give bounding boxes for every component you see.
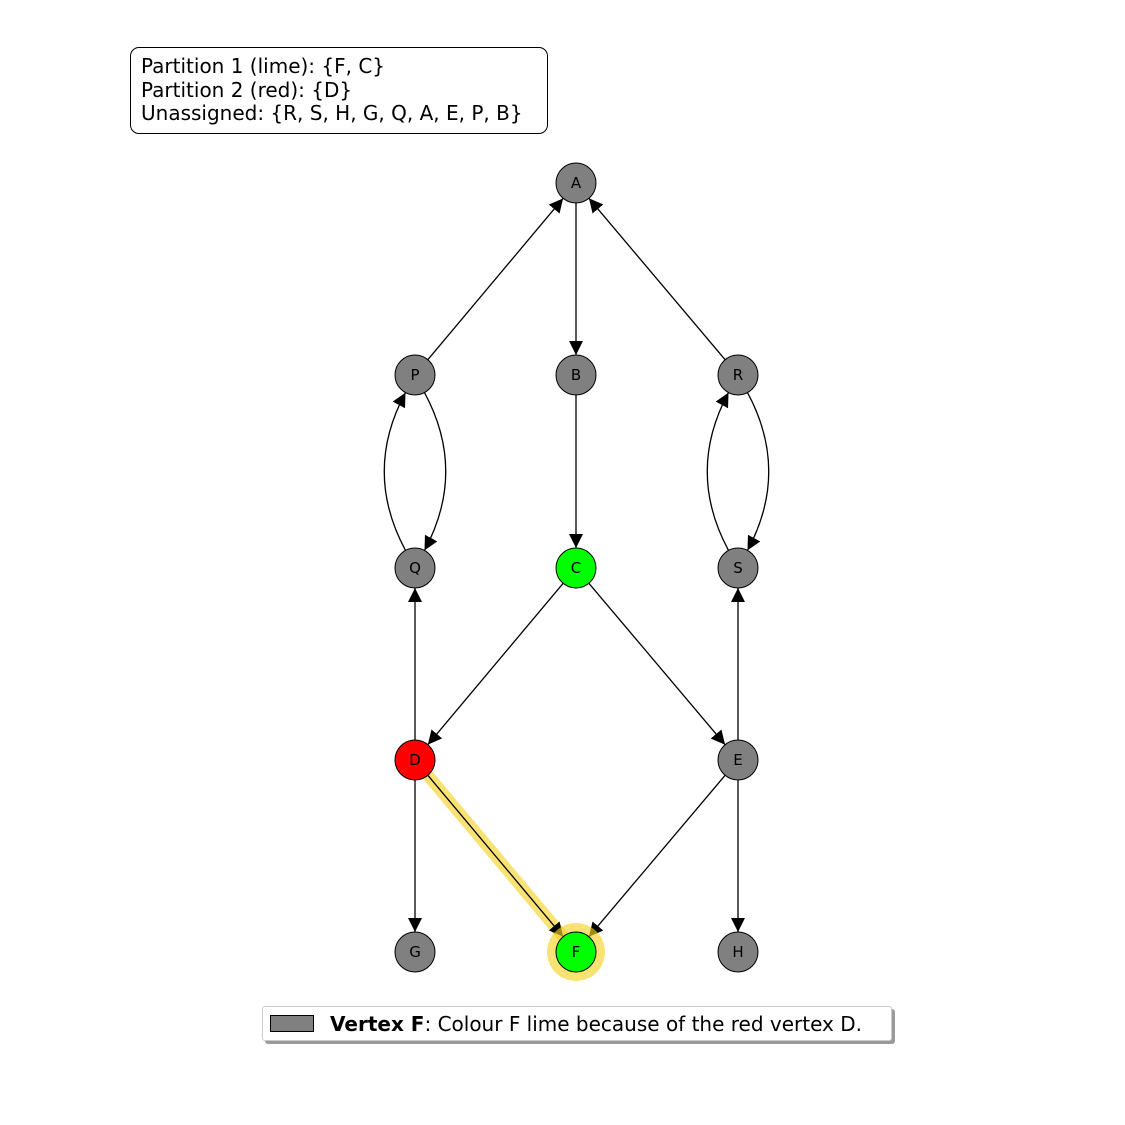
edge-c-to-d <box>427 582 564 746</box>
node-c-label: C <box>571 559 581 577</box>
node-a-label: A <box>571 174 582 192</box>
node-a: A <box>555 162 597 204</box>
node-f: F <box>547 923 605 981</box>
unassigned-line: Unassigned: {R, S, H, G, Q, A, E, P, B} <box>141 101 523 125</box>
node-a-circle <box>555 162 597 204</box>
node-b-circle <box>555 354 597 396</box>
partition-1-line: Partition 1 (lime): {F, C} <box>141 54 386 78</box>
edge-d-to-f <box>427 774 564 938</box>
node-f-label: F <box>572 943 581 961</box>
node-h-label: H <box>732 943 743 961</box>
node-d-label: D <box>409 751 421 769</box>
edge-c-to-e <box>588 582 726 746</box>
edge-r-to-s <box>746 392 770 551</box>
node-d-circle <box>394 739 436 781</box>
node-h-circle <box>717 931 759 973</box>
edge-s-to-r <box>706 392 730 551</box>
node-q-circle <box>394 547 436 589</box>
node-d: D <box>394 739 436 781</box>
node-c: C <box>555 547 597 589</box>
node-b-label: B <box>571 366 581 384</box>
node-g: G <box>394 931 436 973</box>
node-h: H <box>717 931 759 973</box>
edge-e-to-f <box>588 774 726 938</box>
edge-q-to-p <box>383 392 407 551</box>
node-q: Q <box>394 547 436 589</box>
node-b: B <box>555 354 597 396</box>
node-q-label: Q <box>409 559 421 577</box>
node-p-label: P <box>410 366 419 384</box>
node-g-circle <box>394 931 436 973</box>
partition-2-line: Partition 2 (red): {D} <box>141 77 353 102</box>
node-p-circle <box>394 354 436 396</box>
node-s-label: S <box>733 559 743 577</box>
node-r: R <box>717 354 759 396</box>
legend-title: Vertex F <box>330 1011 425 1036</box>
legend-text: : Colour F lime because of the red verte… <box>424 1011 863 1036</box>
node-f-circle <box>555 931 597 973</box>
node-c-circle <box>555 547 597 589</box>
node-layer: A P B R Q C S D E G F H <box>394 162 759 981</box>
node-g-label: G <box>409 943 421 961</box>
legend-swatch <box>270 1015 314 1032</box>
node-r-label: R <box>733 366 743 384</box>
edge-p-to-q <box>423 392 447 551</box>
partition-status-box: Partition 1 (lime): {F, C} Partition 2 (… <box>130 47 548 134</box>
node-p: P <box>394 354 436 396</box>
edge-r-to-a <box>588 197 726 361</box>
node-s: S <box>717 547 759 589</box>
edge-layer <box>383 197 770 938</box>
node-s-circle <box>717 547 759 589</box>
node-e: E <box>717 739 759 781</box>
node-e-label: E <box>733 751 742 769</box>
edge-p-to-a <box>427 197 564 361</box>
legend: Vertex F : Colour F lime because of the … <box>262 1006 892 1041</box>
node-e-circle <box>717 739 759 781</box>
node-r-circle <box>717 354 759 396</box>
